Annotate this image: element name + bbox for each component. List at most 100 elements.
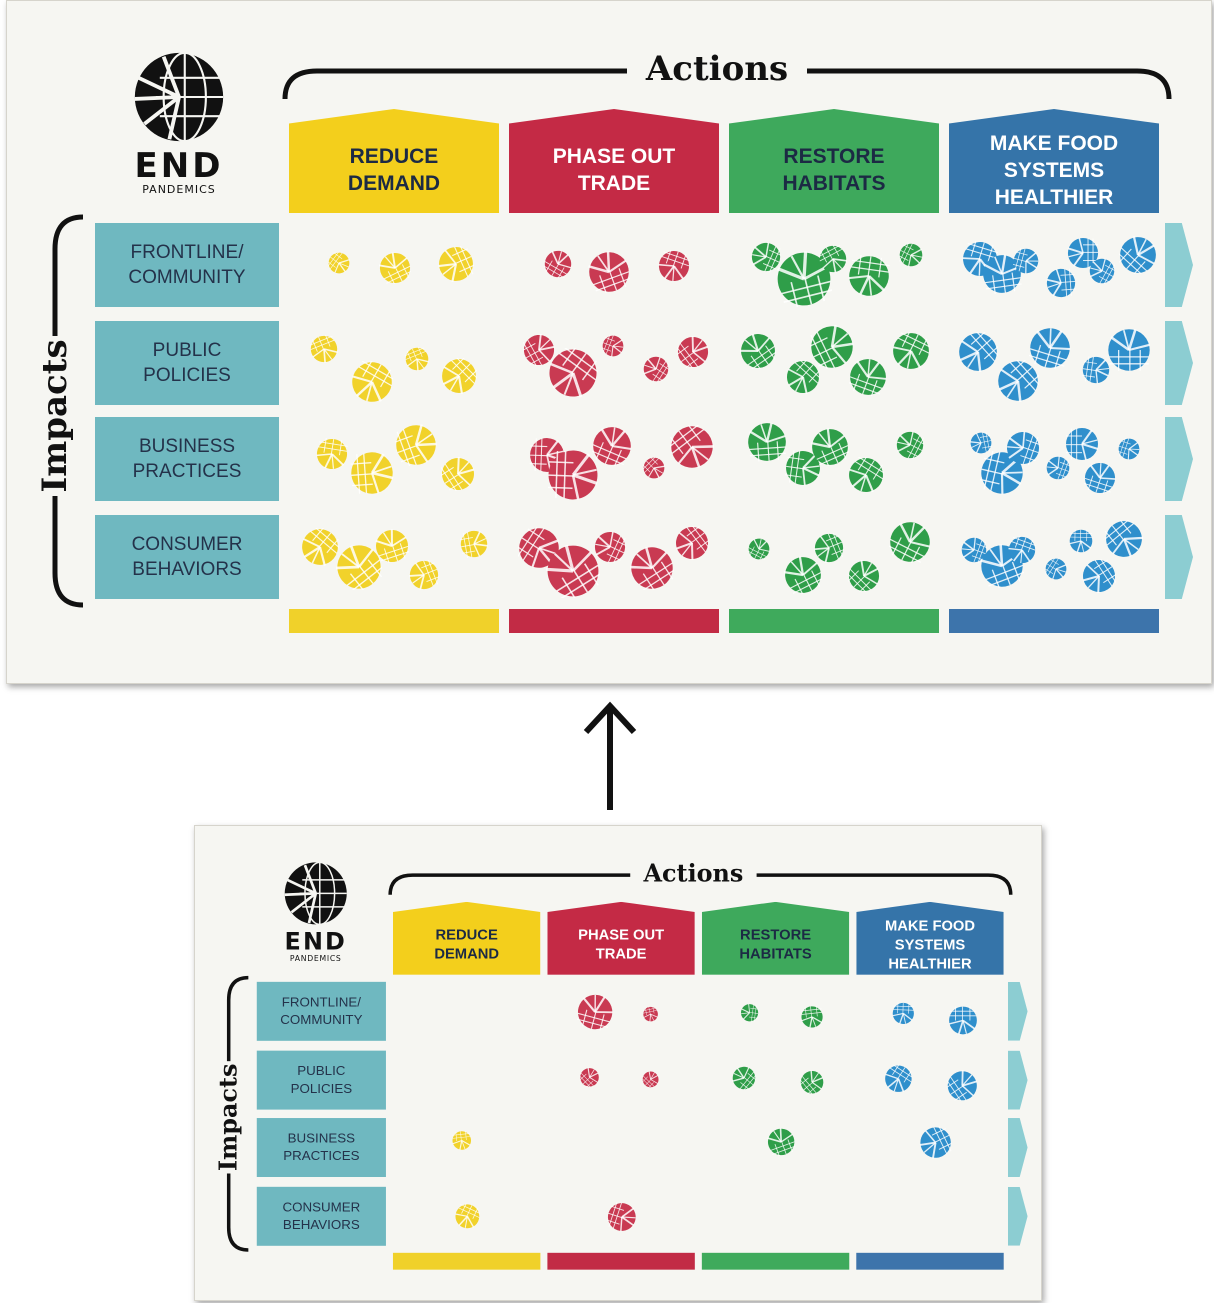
impact-globe-icon (1044, 556, 1067, 585)
column-header-line: SYSTEMS (894, 936, 966, 953)
row-label-0: FRONTLINE/COMMUNITY (256, 981, 386, 1041)
column-header-text: PHASE OUT TRADE (553, 143, 676, 197)
column-header-line: PHASE OUT (552, 145, 676, 168)
row-label-line: COMMUNITY (280, 1012, 363, 1028)
logo-wordmark: END (134, 146, 224, 186)
impact-globe-icon (1069, 529, 1093, 558)
column-header-0: REDUCE DEMAND (392, 901, 541, 975)
impact-globe-icon (455, 1202, 482, 1232)
impact-globe-icon (606, 1201, 636, 1235)
impact-globe-icon (1065, 427, 1099, 466)
row-arrow-icon (1007, 981, 1028, 1041)
impact-globe-icon (808, 324, 854, 374)
row-label-line: FRONTLINE/ (281, 995, 362, 1010)
column-header-text: REDUCE DEMAND (434, 926, 499, 964)
row-label-line: CONSUMER (282, 1200, 361, 1215)
column-header-line: MAKE FOOD (884, 917, 976, 934)
impact-globe-icon (675, 524, 710, 565)
impact-globe-icon (970, 431, 993, 459)
impact-globe-icon (351, 359, 396, 408)
column-header-line: HABITATS (782, 172, 886, 195)
column-header-1: PHASE OUT TRADE (509, 109, 719, 213)
impact-globe-icon (1028, 327, 1071, 374)
impact-globe-icon (847, 358, 887, 401)
impact-globe-icon (675, 336, 709, 373)
impact-globe-icon (547, 449, 599, 506)
actions-title: Actions (627, 49, 807, 89)
impact-globe-icon (948, 1005, 977, 1038)
impact-globe-icon (316, 437, 348, 475)
impact-globe-icon (578, 1067, 600, 1091)
impact-globe-icon (658, 248, 692, 287)
impact-globe-icon (786, 358, 823, 399)
impact-globe-icon (732, 1066, 757, 1093)
column-footer-bar-1 (547, 1252, 695, 1270)
impact-globe-icon (1082, 556, 1117, 598)
impact-globe-icon (588, 251, 632, 298)
impact-globe-icon (641, 455, 666, 484)
column-header-line: DEMAND (434, 946, 500, 963)
column-header-line: RESTORE (740, 927, 812, 944)
impact-globe-icon (516, 524, 560, 574)
row-arrow-icon (1007, 1186, 1028, 1246)
column-footer-bar-0 (392, 1252, 541, 1270)
row-label-line: CONSUMER (131, 534, 243, 555)
column-header-2: RESTORE HABITATS (701, 901, 850, 975)
impact-globe-icon (439, 457, 475, 496)
row-arrow-icon (1007, 1118, 1028, 1177)
column-header-line: HABITATS (739, 946, 812, 963)
impacts-title: Impacts (214, 1061, 243, 1174)
impact-globe-icon (576, 994, 614, 1034)
impact-globe-icon (898, 241, 923, 272)
impact-globe-icon (335, 544, 385, 595)
logo-subtitle: PANDEMICS (289, 953, 342, 963)
column-footer-bar-1 (509, 609, 719, 633)
column-header-line: PHASE OUT (578, 927, 665, 944)
impact-globe-icon (1089, 258, 1117, 289)
impact-globe-icon (589, 426, 632, 471)
impact-globe-icon (961, 537, 988, 568)
impact-globe-icon (1103, 518, 1144, 563)
impact-globe-icon (801, 1006, 823, 1032)
column-header-3: MAKE FOOD SYSTEMS HEALTHIER (856, 901, 1004, 975)
impact-globe-icon (308, 333, 338, 368)
impact-globe-icon (811, 428, 852, 471)
row-label-line: PUBLIC (152, 340, 222, 361)
column-header-line: HEALTHIER (994, 185, 1114, 209)
end-pandemics-logo: END PANDEMICS (119, 49, 239, 196)
impact-globe-icon (642, 1006, 658, 1025)
up-arrow-icon (583, 701, 637, 810)
row-label-line: PUBLIC (297, 1063, 346, 1079)
impact-globe-icon (892, 330, 932, 375)
actions-title: Actions (630, 859, 757, 888)
impact-globe-icon (641, 1071, 659, 1091)
impact-globe-icon (545, 544, 603, 603)
impact-globe-icon (740, 333, 779, 374)
impact-globe-icon (896, 431, 926, 464)
impact-globe-icon (441, 356, 480, 399)
column-footer-bar-3 (949, 609, 1159, 633)
column-header-line: REDUCE (435, 927, 498, 944)
impact-globe-icon (459, 530, 488, 563)
impact-globe-icon (799, 1070, 824, 1098)
column-header-line: SYSTEMS (1003, 158, 1105, 182)
before-diagram: END PANDEMICS Actions Impacts REDUCE DEMA… (195, 826, 1037, 1300)
impact-globe-icon (548, 345, 601, 403)
impact-globe-icon (350, 451, 394, 500)
column-header-line: TRADE (577, 172, 651, 195)
column-header-line: HEALTHIER (888, 955, 972, 972)
impact-globe-icon (667, 423, 715, 474)
impact-globe-icon (919, 1125, 953, 1163)
impact-globe-icon (776, 251, 833, 312)
row-label-line: PRACTICES (283, 1148, 360, 1164)
globe-logo-icon (134, 51, 224, 143)
impact-globe-icon (452, 1131, 472, 1154)
impact-globe-icon (817, 244, 848, 278)
end-pandemics-logo: END PANDEMICS (274, 860, 358, 963)
